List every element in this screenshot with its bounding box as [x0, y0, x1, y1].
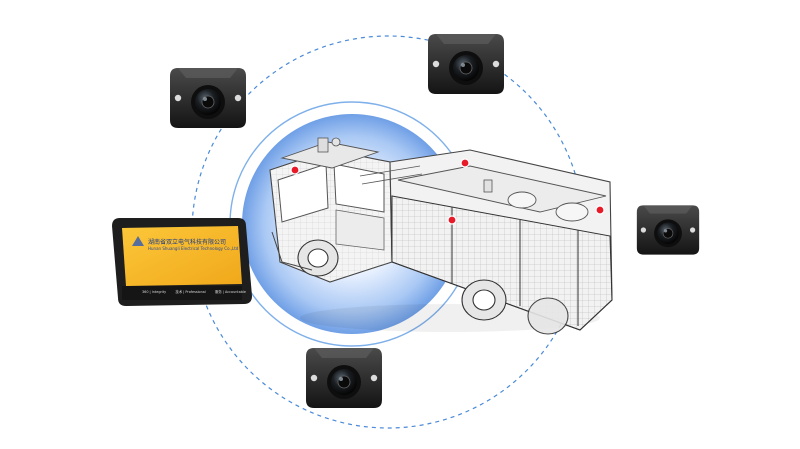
company-name-en: Hunan Shuangli Electrical Technology Co.… — [148, 246, 239, 251]
camera-bottom — [305, 347, 383, 409]
fire-truck — [269, 137, 613, 335]
camera-right — [636, 204, 700, 256]
bezel-label: 服务 | Accountable — [214, 290, 246, 294]
camera-front-left — [169, 67, 247, 129]
company-name: 湖南省双立电气科技有限公司 — [148, 239, 227, 246]
camera-top — [427, 33, 505, 95]
tablet-bezel-labels: 360 | Integrity 技术 | Professional 服务 | A… — [142, 290, 246, 294]
bezel-label: 技术 | Professional — [175, 290, 206, 294]
sensor-points — [290, 158, 605, 225]
bezel-label: 360 | Integrity — [142, 290, 167, 294]
monitor-tablet — [112, 218, 252, 306]
tablet-screen-text: 湖南省双立电气科技有限公司 Hunan Shuangli Electrical … — [148, 239, 244, 251]
